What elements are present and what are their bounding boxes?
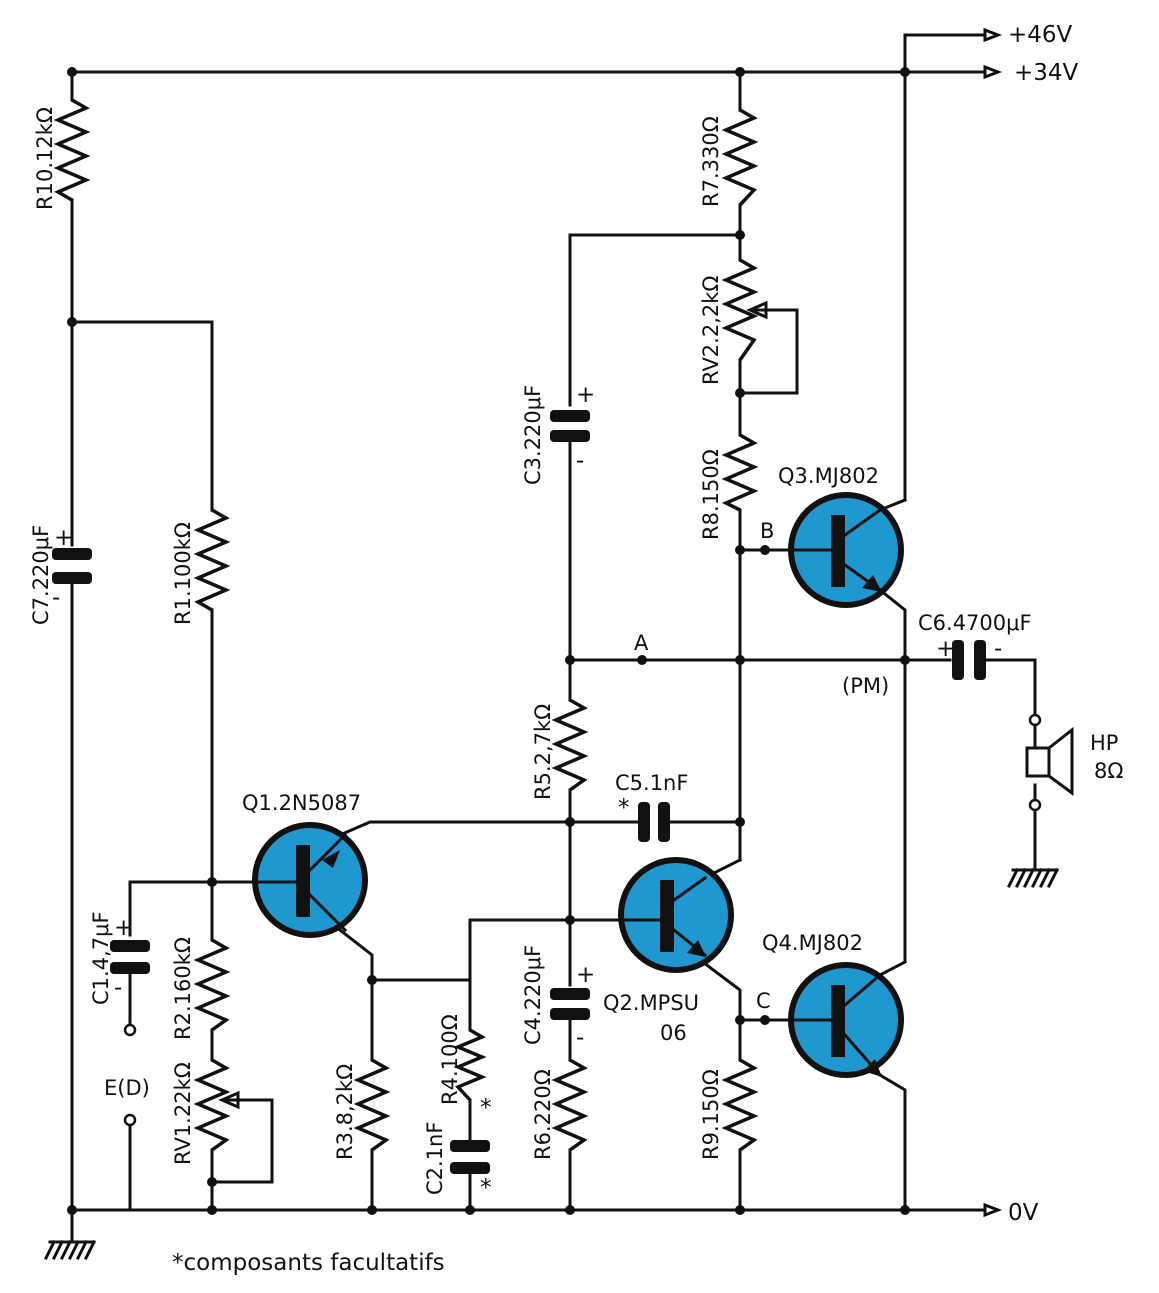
q4-label: Q4.MJ802 bbox=[762, 931, 863, 955]
potentiometer-rv1 bbox=[193, 1058, 240, 1152]
capacitor-c2 bbox=[450, 1140, 490, 1174]
r3-label: R3.8,2kΩ bbox=[333, 1064, 357, 1160]
r8-label: R8.150Ω bbox=[699, 449, 723, 540]
node-c-label: C bbox=[756, 989, 771, 1013]
capacitor-c6 bbox=[952, 640, 986, 680]
r10-label: R10.12kΩ bbox=[33, 107, 57, 210]
c5-optional-star: * bbox=[618, 795, 630, 821]
resistor-r10 bbox=[53, 98, 91, 202]
c4-label: C4.220μF bbox=[521, 945, 545, 1045]
r2-label: R2.160kΩ bbox=[171, 937, 195, 1040]
input-terminal bbox=[123, 1023, 137, 1127]
capacitor-c7 bbox=[52, 548, 92, 584]
transistor-q1 bbox=[252, 822, 368, 938]
resistor-r2 bbox=[193, 938, 231, 1032]
footnote: *composants facultatifs bbox=[172, 1250, 445, 1276]
resistor-r3 bbox=[353, 1058, 391, 1152]
labels: +46V +34V 0V R10.12kΩ R1.100kΩ R2.160kΩ … bbox=[29, 22, 1123, 1276]
q3-label: Q3.MJ802 bbox=[778, 464, 879, 488]
c6-plus-mark: + bbox=[936, 636, 955, 662]
c2-optional-star: * bbox=[480, 1175, 492, 1201]
speaker-impedance-label: 8Ω bbox=[1094, 759, 1123, 783]
transistor-q3 bbox=[788, 492, 904, 608]
junction-dots bbox=[67, 67, 910, 1215]
resistor-r9 bbox=[721, 1058, 759, 1152]
capacitor-c1 bbox=[110, 940, 150, 974]
rv1-label: RV1.22kΩ bbox=[171, 1062, 195, 1165]
capacitor-c5 bbox=[638, 802, 670, 842]
capacitor-c4 bbox=[550, 988, 590, 1020]
input-label: E(D) bbox=[104, 1076, 150, 1100]
c4-plus-mark: + bbox=[576, 962, 595, 988]
resistor-r8 bbox=[721, 433, 759, 512]
resistor-r4 bbox=[453, 1028, 487, 1102]
c6-label: C6.4700μF bbox=[918, 611, 1032, 635]
q2-label-line1: Q2.MPSU bbox=[603, 991, 699, 1015]
resistor-r5 bbox=[551, 698, 589, 792]
c5-label: C5.1nF bbox=[615, 771, 688, 795]
c7-label: C7.220μF bbox=[29, 525, 53, 625]
r1-label: R1.100kΩ bbox=[171, 522, 195, 625]
node-a-label: A bbox=[634, 631, 649, 655]
r9-label: R9.150Ω bbox=[699, 1069, 723, 1160]
c1-label: C1.4,7μF bbox=[89, 911, 113, 1005]
supply-0v-label: 0V bbox=[1008, 1200, 1039, 1226]
node-pm-label: (PM) bbox=[842, 674, 889, 698]
resistor-r7 bbox=[721, 108, 759, 207]
c1-minus-mark: - bbox=[114, 975, 122, 1001]
transistor-q2 bbox=[588, 857, 734, 973]
c4-minus-mark: - bbox=[576, 1025, 584, 1051]
q2-label-line2: 06 bbox=[660, 1021, 687, 1045]
r6-label: R6.220Ω bbox=[531, 1069, 555, 1160]
c7-minus-mark: - bbox=[52, 585, 60, 611]
q1-label: Q1.2N5087 bbox=[242, 791, 361, 815]
c1-plus-mark: + bbox=[114, 915, 133, 941]
resistor-r6 bbox=[551, 1058, 589, 1152]
capacitor-c3 bbox=[550, 410, 590, 442]
c3-label: C3.220μF bbox=[521, 385, 545, 485]
r5-label: R5.2,7kΩ bbox=[531, 704, 555, 800]
r7-label: R7.330Ω bbox=[699, 116, 723, 207]
ground-speaker-icon bbox=[1006, 867, 1060, 889]
r4-optional-star: * bbox=[480, 1095, 492, 1121]
speaker-name-label: HP bbox=[1090, 731, 1118, 755]
c6-minus-mark: - bbox=[994, 636, 1002, 662]
supply-34v-label: +34V bbox=[1014, 60, 1079, 86]
r4-label: R4.100Ω bbox=[438, 1014, 462, 1105]
c3-minus-mark: - bbox=[576, 448, 584, 474]
supply-46v-label: +46V bbox=[1008, 22, 1073, 48]
wires bbox=[70, 27, 1037, 1218]
resistor-r1 bbox=[193, 508, 231, 612]
rv2-label: RV2.2,2kΩ bbox=[699, 276, 723, 385]
potentiometer-rv2 bbox=[721, 258, 768, 362]
speaker-icon bbox=[1025, 713, 1074, 812]
transistor-q4 bbox=[788, 962, 904, 1078]
node-b-label: B bbox=[760, 519, 774, 543]
ground-left-icon bbox=[43, 1208, 97, 1261]
c2-label: C2.1nF bbox=[423, 1122, 447, 1195]
c7-plus-mark: + bbox=[54, 525, 73, 551]
c3-plus-mark: + bbox=[576, 382, 595, 408]
